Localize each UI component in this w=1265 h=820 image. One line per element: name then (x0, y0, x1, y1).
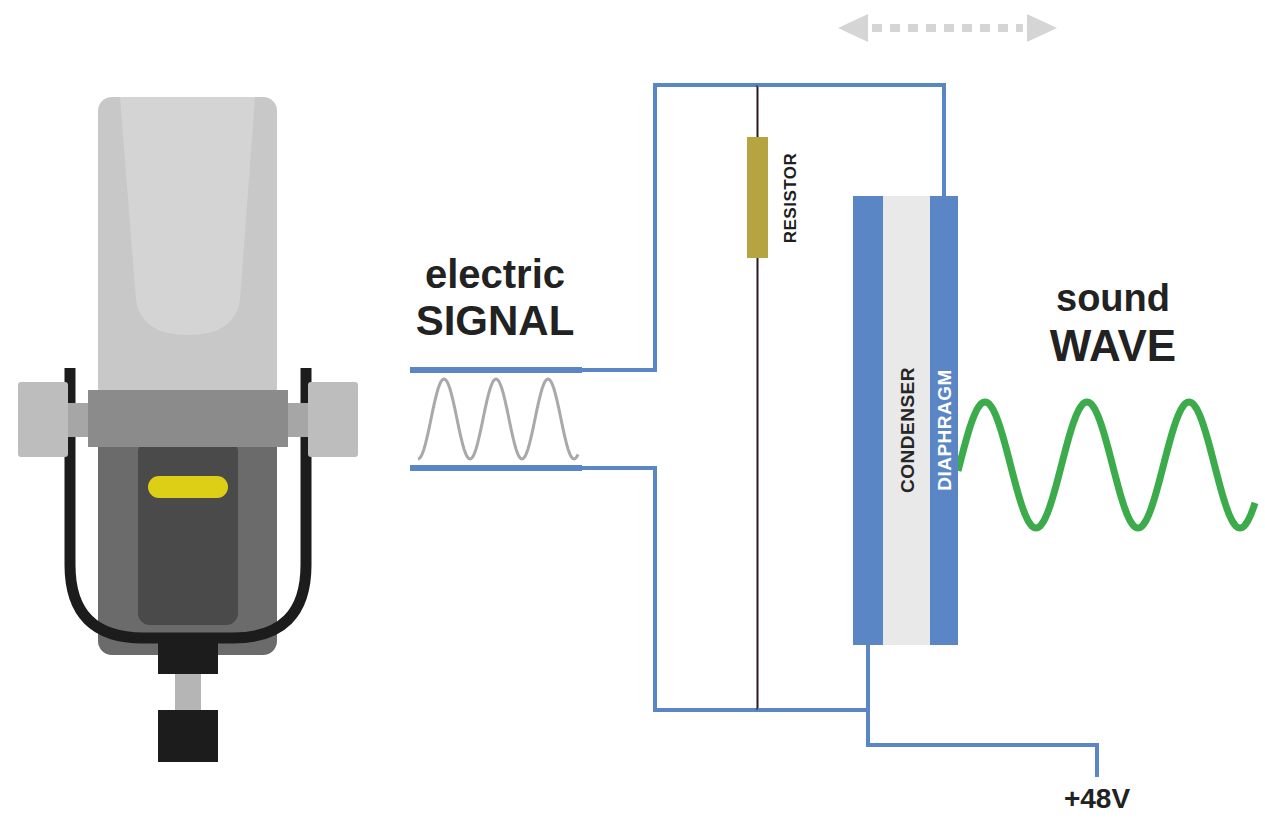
mic-band (88, 390, 288, 447)
mic-panel (138, 440, 238, 625)
wire (758, 645, 869, 710)
mic-grille (120, 97, 255, 335)
microphone (18, 97, 358, 762)
arrow-head (838, 14, 868, 42)
mic-head (98, 97, 277, 402)
wire (580, 85, 758, 370)
signal-line (410, 367, 582, 373)
resistor-symbol: RESISTOR (747, 137, 768, 258)
mic-mount (158, 638, 218, 674)
mic-knob (308, 382, 358, 457)
mic-column (175, 674, 201, 710)
mic-indicator (148, 476, 228, 498)
part-label: DIAPHRAGM (935, 369, 954, 491)
movement-arrow (838, 14, 1057, 42)
signal-label: electric (425, 252, 565, 296)
signal-line (410, 465, 582, 471)
part-label: CONDENSER (898, 367, 917, 493)
part-label: RESISTOR (782, 152, 799, 243)
voltage-label: +48V (1064, 784, 1130, 815)
condenser-plate: CONDENSER (853, 196, 930, 645)
wave-label: WAVE (1050, 322, 1176, 370)
sound-wave (958, 402, 1255, 528)
arrow-shaft (872, 24, 1023, 32)
wire (580, 468, 758, 710)
diaphragm-plate: DIAPHRAGM (930, 196, 958, 645)
mic-base (158, 710, 218, 762)
resistor-lead (757, 258, 759, 710)
wave-label: sound (1056, 278, 1170, 320)
signal-label: SIGNAL (416, 298, 575, 344)
signal-wave (418, 379, 578, 459)
mic-yoke (70, 368, 306, 638)
wire-connector (758, 258, 869, 710)
mic-knob (18, 382, 68, 457)
power-lead (868, 710, 1097, 777)
arrow-head (1027, 14, 1057, 42)
resistor-lead (757, 85, 759, 137)
